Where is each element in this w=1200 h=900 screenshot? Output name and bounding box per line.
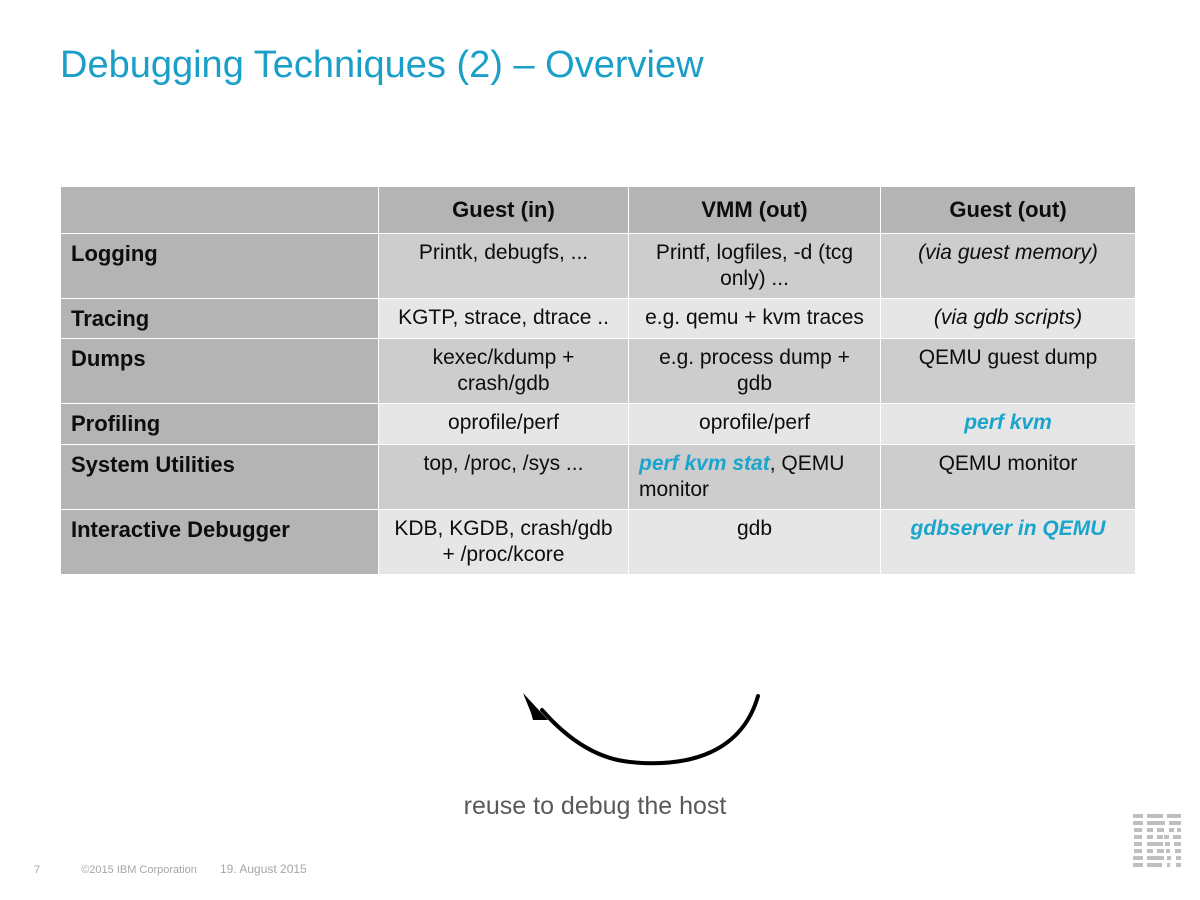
cell-profiling-vmm-out: oprofile/perf bbox=[628, 403, 881, 445]
cell-system-utilities-guest-out: QEMU monitor bbox=[880, 443, 1136, 510]
row-label-system-utilities: System Utilities bbox=[60, 443, 379, 510]
row-label-tracing: Tracing bbox=[60, 298, 379, 340]
footer: 7 ©2015 IBM Corporation 19. August 2015 bbox=[34, 862, 307, 876]
table-row: Logging Printk, debugfs, ... Printf, log… bbox=[60, 232, 1136, 300]
row-label-profiling: Profiling bbox=[60, 403, 379, 445]
cell-profiling-guest-in: oprofile/perf bbox=[378, 403, 629, 445]
row-label-dumps: Dumps bbox=[60, 338, 379, 405]
footer-date: 19. August 2015 bbox=[219, 862, 307, 876]
cell-interactive-debugger-vmm-out: gdb bbox=[628, 508, 881, 575]
arrow-caption: reuse to debug the host bbox=[0, 792, 1200, 821]
cell-dumps-vmm-out: e.g. process dump + gdb bbox=[628, 338, 881, 405]
arrow-caption-text: reuse to debug the host bbox=[463, 792, 727, 820]
cell-dumps-guest-out: QEMU guest dump bbox=[880, 338, 1136, 405]
column-header-blank bbox=[60, 186, 379, 234]
cell-tracing-guest-out: (via gdb scripts) bbox=[880, 298, 1136, 340]
cell-logging-vmm-out: Printf, logfiles, -d (tcg only) ... bbox=[628, 232, 881, 300]
table-row: Tracing KGTP, strace, dtrace .. e.g. qem… bbox=[60, 298, 1136, 340]
column-header-vmm-out: VMM (out) bbox=[628, 186, 881, 234]
curved-arrow-icon bbox=[523, 693, 760, 766]
cell-dumps-guest-in: kexec/kdump + crash/gdb bbox=[378, 338, 629, 405]
cell-system-utilities-vmm-out-rest: , QEMU monitor bbox=[639, 451, 845, 501]
page-title: Debugging Techniques (2) – Overview bbox=[60, 44, 704, 86]
table-row: Interactive Debugger KDB, KGDB, crash/gd… bbox=[60, 508, 1136, 575]
row-label-logging: Logging bbox=[60, 232, 379, 300]
debugging-techniques-table: Guest (in) VMM (out) Guest (out) Logging… bbox=[60, 186, 1136, 575]
cell-profiling-guest-out: perf kvm bbox=[880, 403, 1136, 445]
table-row: System Utilities top, /proc, /sys ... pe… bbox=[60, 443, 1136, 510]
row-label-interactive-debugger: Interactive Debugger bbox=[60, 508, 379, 575]
cell-interactive-debugger-guest-out: gdbserver in QEMU bbox=[880, 508, 1136, 575]
cell-logging-guest-out: (via guest memory) bbox=[880, 232, 1136, 300]
ibm-logo-icon bbox=[1133, 814, 1181, 867]
footer-page-number: 7 bbox=[34, 864, 41, 876]
footer-copyright: ©2015 IBM Corporation bbox=[81, 864, 197, 876]
cell-tracing-vmm-out: e.g. qemu + kvm traces bbox=[628, 298, 881, 340]
cell-logging-guest-in: Printk, debugfs, ... bbox=[378, 232, 629, 300]
column-header-guest-out: Guest (out) bbox=[880, 186, 1136, 234]
table-row: Profiling oprofile/perf oprofile/perf pe… bbox=[60, 403, 1136, 445]
techniques-table-wrapper: Guest (in) VMM (out) Guest (out) Logging… bbox=[60, 186, 1136, 575]
cell-interactive-debugger-guest-in: KDB, KGDB, crash/gdb + /proc/kcore bbox=[378, 508, 629, 575]
cell-system-utilities-guest-in: top, /proc, /sys ... bbox=[378, 443, 629, 510]
highlight-perf-kvm-stat: perf kvm stat bbox=[639, 451, 770, 475]
table-header-row: Guest (in) VMM (out) Guest (out) bbox=[60, 186, 1136, 234]
column-header-guest-in: Guest (in) bbox=[378, 186, 629, 234]
cell-tracing-guest-in: KGTP, strace, dtrace .. bbox=[378, 298, 629, 340]
cell-system-utilities-vmm-out: perf kvm stat, QEMU monitor bbox=[628, 443, 881, 510]
table-row: Dumps kexec/kdump + crash/gdb e.g. proce… bbox=[60, 338, 1136, 405]
